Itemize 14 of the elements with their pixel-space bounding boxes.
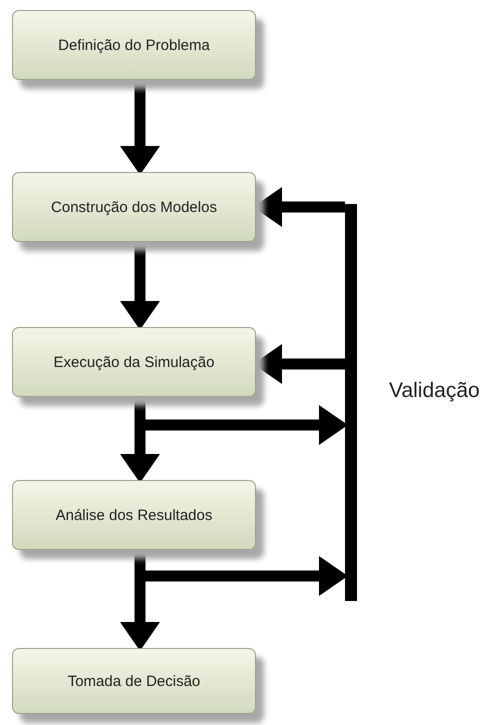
loop-label: Validação bbox=[389, 378, 480, 402]
arrow bbox=[120, 242, 160, 330]
process-box bbox=[12, 10, 256, 80]
step-label: Definição do Problema bbox=[58, 36, 210, 54]
step-label: Tomada de Decisão bbox=[68, 672, 200, 690]
validation-bar bbox=[345, 204, 357, 601]
arrow bbox=[120, 80, 160, 175]
process-box bbox=[12, 648, 256, 714]
process-box bbox=[12, 327, 256, 397]
step-label: Construção dos Modelos bbox=[51, 198, 217, 216]
step-label: Execução da Simulação bbox=[54, 354, 214, 370]
process-box bbox=[12, 480, 256, 550]
step-label: Análise dos Resultados bbox=[56, 506, 212, 524]
process-box bbox=[12, 172, 256, 242]
